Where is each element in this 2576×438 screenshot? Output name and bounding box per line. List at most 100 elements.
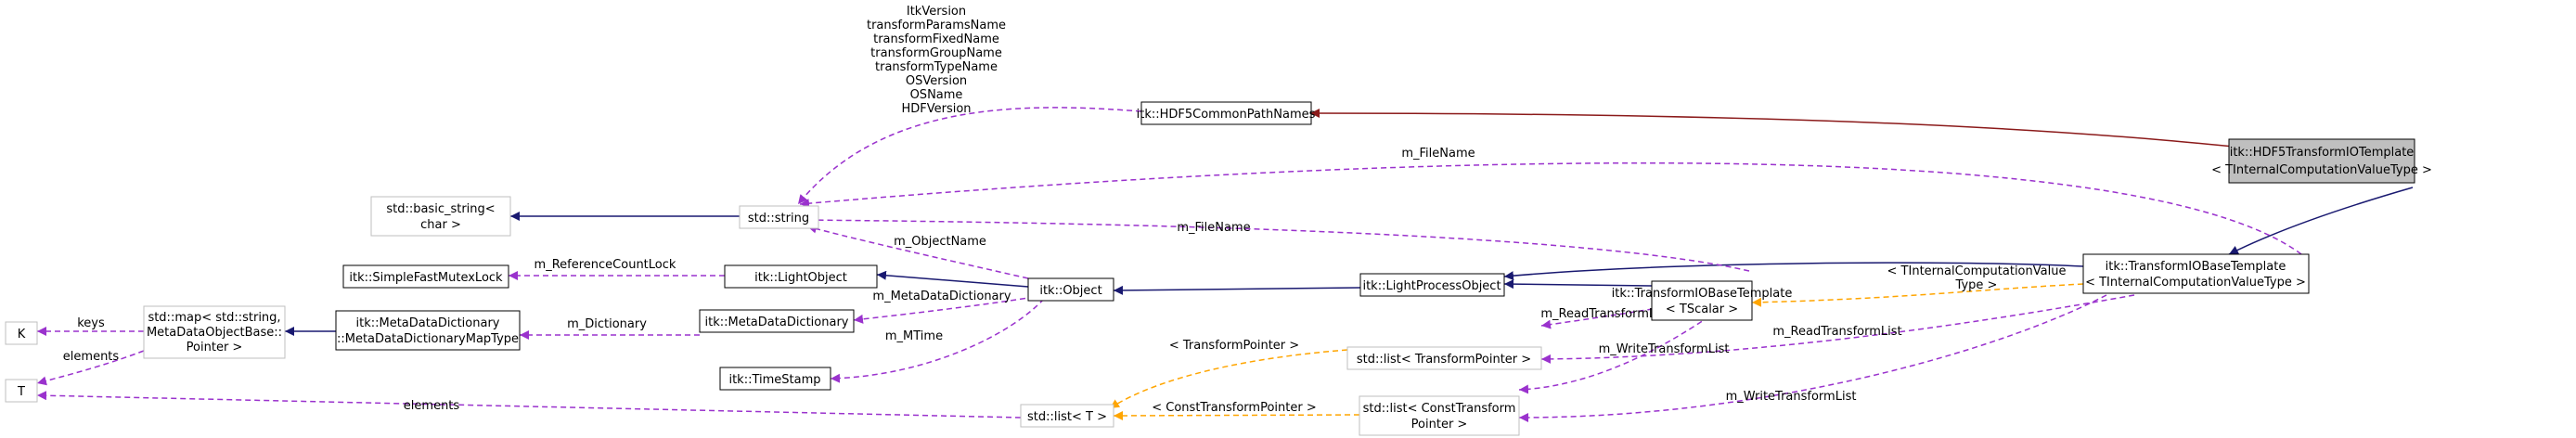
edge-object-name xyxy=(806,224,1029,279)
node-line-2: < TInternalComputationValueType > xyxy=(2085,276,2306,290)
node-meta-data-dictionary-map-type[interactable]: itk::MetaDataDictionary ::MetaDataDictio… xyxy=(335,310,521,351)
node-line-2: ::MetaDataDictionaryMapType xyxy=(337,332,519,346)
node-box xyxy=(699,309,855,333)
node-box xyxy=(342,264,509,289)
label-m-filename-top: m_FileName xyxy=(1401,147,1475,161)
node-box xyxy=(1027,277,1114,302)
node-std-basic-string[interactable]: std::basic_string< char > xyxy=(370,196,511,237)
label-transform-pointer: < TransformPointer > xyxy=(1169,339,1299,353)
edge-filename-mid xyxy=(799,215,1750,272)
edge-light-process-object-to-tscalar xyxy=(1503,279,1653,290)
node-line-2: MetaDataObjectBase:: xyxy=(147,326,282,340)
node-line-1: itk::MetaDataDictionary xyxy=(356,316,500,330)
node-box xyxy=(719,367,831,391)
node-line-3: Pointer > xyxy=(187,341,243,354)
node-std-map[interactable]: std::map< std::string, MetaDataObjectBas… xyxy=(143,305,286,359)
edges xyxy=(36,107,2414,422)
edge-metadata-dictionary xyxy=(853,296,1036,324)
label-m-object-name: m_ObjectName xyxy=(894,235,986,249)
label-transform-params-name: transformParamsName xyxy=(867,19,1006,32)
node-line-1: std::list< T > xyxy=(1027,410,1107,424)
node-meta-data-dictionary[interactable]: itk::MetaDataDictionary xyxy=(699,309,855,333)
label-os-version: OSVersion xyxy=(906,74,967,88)
label-elements-map: elements xyxy=(63,350,120,364)
label-tinternal-line-1: < TInternalComputationValue xyxy=(1887,264,2067,278)
label-elements-list: elements xyxy=(404,399,460,413)
label-m-metadata-dictionary: m_MetaDataDictionary xyxy=(872,290,1011,303)
label-transform-fixed-name: transformFixedName xyxy=(873,32,999,46)
node-box xyxy=(5,379,38,403)
edge-hdf5-names-to-string xyxy=(797,107,1142,205)
label-m-read-transform-list-1: m_ReadTransformList xyxy=(1540,307,1669,321)
nodes: itk::HDF5TransformIOTemplate < TInternal… xyxy=(5,101,2432,436)
node-line-1: itk::TimeStamp xyxy=(728,373,820,387)
node-std-list-transform-pointer[interactable]: std::list< TransformPointer > xyxy=(1346,346,1542,370)
label-m-write-transform-list-2: m_WriteTransformList xyxy=(1726,390,1857,404)
edge-tinternal-to-tscalar xyxy=(1751,283,2084,307)
edge-light-object-to-object xyxy=(876,270,1029,288)
label-keys: keys xyxy=(77,316,105,330)
label-m-reference-count-lock: m_ReferenceCountLock xyxy=(535,258,676,272)
label-itk-version: ItkVersion xyxy=(907,5,966,19)
edge-const-transform-pointer-to-list xyxy=(1113,410,1360,420)
node-k[interactable]: K xyxy=(5,321,38,345)
hdf5-names-label-group: ItkVersion transformParamsName transform… xyxy=(867,5,1006,116)
edge-base-template-to-hdf5 xyxy=(2228,187,2414,255)
node-line-1: itk::SimpleFastMutexLock xyxy=(349,271,503,285)
node-line-1: itk::TransformIOBaseTemplate xyxy=(1612,287,1793,301)
edge-write-transform-list-2 xyxy=(1518,294,2107,422)
node-box xyxy=(1020,404,1114,428)
label-tinternal-line-2: Type > xyxy=(1955,278,1998,292)
node-hdf5-transform-io-template[interactable]: itk::HDF5TransformIOTemplate < TInternal… xyxy=(2211,138,2432,184)
node-box xyxy=(1346,346,1542,370)
edge-object-to-light-process-object xyxy=(1113,285,1361,295)
label-os-name: OSName xyxy=(910,88,963,102)
node-time-stamp[interactable]: itk::TimeStamp xyxy=(719,367,831,391)
label-m-filename-mid: m_FileName xyxy=(1177,221,1250,235)
label-transform-group-name: transformGroupName xyxy=(870,46,1002,60)
node-box xyxy=(370,196,511,237)
node-light-object[interactable]: itk::LightObject xyxy=(724,264,878,289)
node-line-1: std::basic_string< xyxy=(386,202,495,216)
node-object[interactable]: itk::Object xyxy=(1027,277,1114,302)
node-transform-io-base-template[interactable]: itk::TransformIOBaseTemplate < TInternal… xyxy=(2082,253,2310,294)
node-line-1: T xyxy=(17,385,25,399)
label-transform-type-name: transformTypeName xyxy=(875,60,998,74)
node-box xyxy=(1359,395,1520,436)
node-line-1: itk::MetaDataDictionary xyxy=(705,316,849,329)
node-light-process-object[interactable]: itk::LightProcessObject xyxy=(1359,273,1505,297)
node-line-1: std::string xyxy=(748,212,809,225)
edge-transform-pointer-to-list xyxy=(1109,349,1348,409)
node-box xyxy=(2228,138,2415,184)
label-m-read-transform-list-2: m_ReadTransformList xyxy=(1772,325,1901,339)
label-m-mtime: m_MTime xyxy=(885,329,943,343)
node-line-1: std::map< std::string, xyxy=(148,311,280,325)
edge-elements-list xyxy=(36,391,1022,419)
node-line-2: < TInternalComputationValueType > xyxy=(2211,163,2432,177)
node-box xyxy=(1651,280,1753,321)
node-t[interactable]: T xyxy=(5,379,38,403)
node-box xyxy=(5,321,38,345)
node-box xyxy=(1140,101,1312,125)
node-line-1: K xyxy=(18,328,26,341)
node-transform-io-base-template-tscalar[interactable]: itk::TransformIOBaseTemplate < TScalar > xyxy=(1612,280,1793,321)
node-line-1: itk::Object xyxy=(1039,284,1101,298)
label-const-transform-pointer: < ConstTransformPointer > xyxy=(1152,401,1316,415)
label-m-dictionary: m_Dictionary xyxy=(567,317,647,331)
node-line-1: itk::LightObject xyxy=(754,271,847,285)
edge-labels: ItkVersion transformParamsName transform… xyxy=(63,5,2067,415)
node-std-list-const-transform-pointer[interactable]: std::list< ConstTransform Pointer > xyxy=(1359,395,1520,436)
node-simple-fast-mutex-lock[interactable]: itk::SimpleFastMutexLock xyxy=(342,264,509,289)
edge-filename-top xyxy=(799,161,2302,255)
node-std-list-t[interactable]: std::list< T > xyxy=(1020,404,1114,428)
node-line-2: char > xyxy=(420,218,461,232)
node-box xyxy=(2082,253,2310,294)
edge-elements-map xyxy=(36,350,145,386)
node-hdf5-common-path-names[interactable]: itk::HDF5CommonPathNames xyxy=(1137,101,1316,125)
label-hdf-version: HDFVersion xyxy=(901,102,971,116)
edge-light-process-object-to-base-template xyxy=(1503,262,2084,281)
node-box xyxy=(739,205,819,229)
node-std-string[interactable]: std::string xyxy=(739,205,819,229)
node-line-2: Pointer > xyxy=(1411,418,1468,432)
